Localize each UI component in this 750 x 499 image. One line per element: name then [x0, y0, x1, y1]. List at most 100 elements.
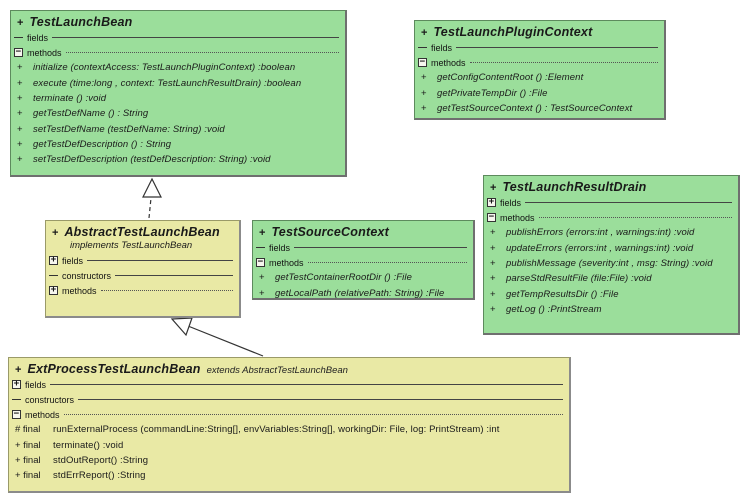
class-box-testlaunchresultdrain[interactable]: + TestLaunchResultDrain + fields−methods + pu… — [483, 175, 740, 335]
section-label: methods — [27, 47, 62, 58]
collapse-minus-icon[interactable]: − — [12, 409, 21, 419]
section-fields: fields — [253, 240, 473, 255]
member-signature: getLocalPath (relativePath: String) :Fil… — [275, 287, 445, 299]
implements-arrow — [142, 177, 162, 219]
section-methods: −methods — [253, 255, 473, 270]
expand-plus-icon[interactable]: + — [487, 197, 496, 207]
member-visibility: + — [17, 139, 23, 151]
section-label: methods — [500, 212, 535, 223]
section-label: methods — [269, 257, 304, 268]
section-rule — [525, 202, 732, 203]
member-row: +execute (time:long , context: TestLaunc… — [11, 75, 345, 90]
section-rule — [78, 399, 563, 400]
member-row: + getPrivateTempDir () :File — [415, 85, 664, 100]
visibility-marker: + — [52, 227, 59, 239]
member-signature: getTestDefDescription () : String — [33, 139, 172, 151]
class-title-row: +TestLaunchBean — [11, 13, 345, 30]
member-signature: initialize (contextAccess: TestLaunchPlu… — [33, 62, 296, 74]
member-signature: publishErrors (errors:int , warnings:int… — [506, 227, 695, 239]
section-rule — [65, 52, 339, 53]
member-row: + getTestDefDescription () : String — [11, 137, 345, 152]
member-row: + getConfigContentRoot () :Element — [415, 70, 664, 85]
member-row: + getLocalPath (relativePath: String) :Fi… — [253, 285, 473, 300]
member-visibility: + — [490, 242, 496, 254]
section-label: fields — [269, 242, 291, 253]
member-signature: publishMessage (severity:int , msg: Stri… — [506, 257, 713, 269]
member-visibility: + — [421, 72, 427, 84]
class-title-row: +TestLaunchPluginContext — [415, 23, 664, 40]
class-title-row: +TestSourceContext — [253, 223, 473, 240]
section-label: methods — [431, 57, 466, 68]
member-visibility: + — [259, 287, 265, 299]
section-methods: −methods — [415, 55, 664, 70]
member-row: + initialize (contextAccess: TestLaunchPl… — [11, 60, 345, 75]
member-row: + setTestDefDescription (testDefDescripti… — [11, 152, 345, 167]
section-label: fields — [500, 197, 522, 208]
member-signature: getTestSourceContext () : TestSourceCont… — [437, 102, 633, 114]
section-fields: fields — [11, 30, 345, 45]
visibility-marker: + — [15, 364, 22, 376]
class-name: TestSourceContext — [271, 225, 389, 239]
section-rule — [115, 275, 233, 276]
section-constructors: constructors — [9, 392, 569, 407]
section-rule — [456, 47, 658, 48]
section-rule — [87, 260, 233, 261]
section-label: fields — [25, 379, 47, 390]
member-signature: getPrivateTempDir () :File — [437, 87, 548, 99]
section-rule — [100, 290, 233, 291]
member-signature: runExternalProcess (commandLine:String[]… — [53, 424, 500, 436]
member-signature: setTestDefName (testDefName: String) :vo… — [33, 123, 225, 135]
member-signature: getTempResultsDir () :File — [506, 288, 619, 300]
member-signature: setTestDefDescription (testDefDescriptio… — [33, 154, 271, 166]
section-rule — [52, 37, 339, 38]
class-name: TestLaunchResultDrain — [502, 180, 647, 194]
section-label: fields — [431, 42, 453, 53]
member-row: +getTempResultsDir () :File — [484, 287, 738, 302]
member-signature: getLog () :PrintStream — [506, 304, 602, 316]
member-visibility: + — [17, 62, 23, 74]
member-visibility: + — [259, 272, 265, 284]
member-visibility: + final — [15, 470, 41, 482]
expand-plus-icon[interactable]: + — [12, 379, 21, 389]
member-row: + publishErrors (errors:int , warnings:in… — [484, 225, 738, 240]
section-dash-icon — [418, 47, 427, 48]
member-row: +terminate () :void — [11, 91, 345, 106]
section-dash-icon — [49, 275, 58, 276]
member-visibility: + — [421, 102, 427, 114]
class-name: ExtProcessTestLaunchBean — [27, 362, 201, 376]
section-dash-icon — [14, 37, 23, 38]
section-label: fields — [27, 32, 49, 43]
collapse-minus-icon[interactable]: − — [487, 212, 496, 222]
member-visibility: + — [421, 87, 427, 99]
member-row: +updateErrors (errors:int , warnings:int… — [484, 240, 738, 255]
section-dash-icon — [12, 399, 21, 400]
member-visibility: + — [17, 154, 23, 166]
member-visibility: + — [490, 227, 496, 239]
section-label: constructors — [25, 394, 75, 405]
member-row: +getTestContainerRootDir () :File — [253, 270, 473, 285]
member-signature: getConfigContentRoot () :Element — [437, 72, 584, 84]
extends-arrow — [170, 317, 264, 357]
collapse-minus-icon[interactable]: − — [14, 47, 23, 57]
member-visibility: + final — [15, 439, 41, 451]
collapse-minus-icon[interactable]: − — [418, 57, 427, 67]
section-label: methods — [25, 409, 60, 420]
member-signature: stdOutReport() :String — [53, 454, 149, 466]
section-dash-icon — [256, 247, 265, 248]
member-visibility: + — [490, 257, 496, 269]
member-visibility: + — [17, 123, 23, 135]
section-methods: −methods — [11, 45, 345, 60]
collapse-minus-icon[interactable]: − — [256, 257, 265, 267]
expand-plus-icon[interactable]: + — [49, 285, 58, 295]
class-name: TestLaunchBean — [29, 15, 133, 29]
expand-plus-icon[interactable]: + — [49, 255, 58, 265]
